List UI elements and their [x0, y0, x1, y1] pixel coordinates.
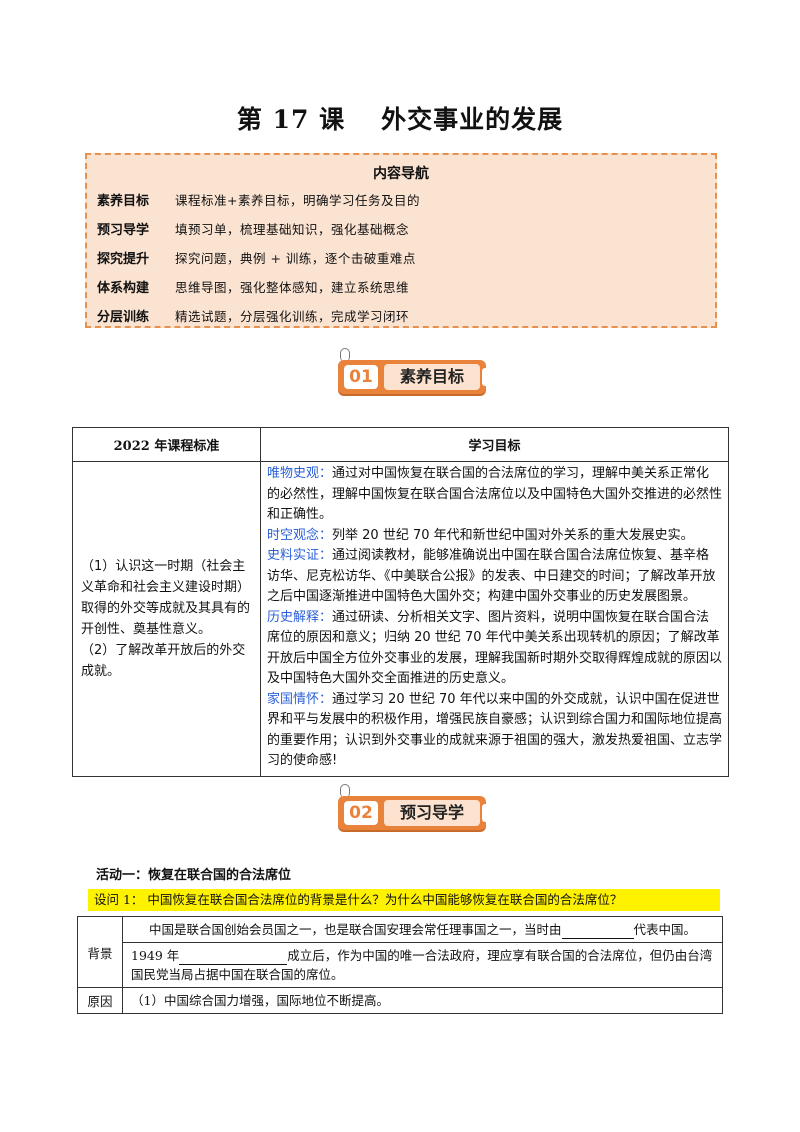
nav-row: 预习导学 填预习单，梳理基础知识，强化基础概念 — [87, 214, 715, 243]
learning-objective-cell: 唯物史观：通过对中国恢复在联合国的合法席位的学习，理解中美关系正常化的必然性，理… — [260, 461, 729, 777]
page-title: 第 17 课 外交事业的发展 — [0, 100, 800, 136]
question-prompt: 设问 1： 中国恢复在联合国合法席位的背景是什么？为什么中国能够恢复在联合国的合… — [88, 889, 720, 911]
section-label: 预习导学 — [384, 800, 480, 826]
section-badge-01: 01 素养目标 — [338, 348, 490, 396]
nav-row: 分层训练 精选试题，分层强化训练，完成学习闭环 — [87, 301, 715, 330]
objective-tag: 历史解释： — [267, 609, 333, 625]
objective-tag: 家国情怀： — [267, 691, 333, 707]
nav-row: 体系构建 思维导图，强化整体感知，建立系统思维 — [87, 272, 715, 301]
objective-item: 家国情怀：通过学习 20 世纪 70 年代以来中国的外交成就，认识中国在促进世界… — [267, 690, 722, 772]
section-number: 01 — [344, 365, 378, 389]
fill-blank[interactable] — [561, 924, 634, 939]
objective-tag: 史料实证： — [267, 548, 333, 563]
lesson-topic: 外交事业的发展 — [381, 105, 564, 134]
lesson-number: 第 17 课 — [236, 105, 346, 134]
objective-text: 通过阅读教材，能够准确说出中国在联合国合法席位恢复、基辛格访华、尼克松访华、《中… — [267, 548, 716, 604]
nav-row: 探究提升 探究问题，典例 + 训练，逐个击破重难点 — [87, 243, 715, 272]
activity-table: 背景 中国是联合国创始会员国之一，也是联合国安理会常任理事国之一，当时由代表中国… — [77, 916, 723, 1014]
nav-key: 体系构建 — [97, 281, 150, 296]
section-number: 02 — [344, 801, 378, 825]
nav-value: 精选试题，分层强化训练，完成学习闭环 — [175, 309, 410, 324]
reason-label: 原因 — [77, 987, 123, 1014]
objective-text: 列举 20 世纪 70 年代和新世纪中国对外关系的重大发展史实。 — [332, 527, 694, 543]
objective-text: 通过对中国恢复在联合国的合法席位的学习，理解中美关系正常化的必然性，理解中国恢复… — [267, 466, 723, 522]
background-label: 背景 — [77, 916, 123, 988]
paperclip-icon — [340, 784, 350, 798]
learning-goals-table: 2022 年课程标准 学习目标 （1）认识这一时期（社会主义革命和社会主义建设时… — [72, 427, 729, 777]
objective-header: 学习目标 — [260, 427, 729, 462]
objective-tag: 时空观念： — [267, 527, 333, 543]
nav-key: 分层训练 — [97, 310, 150, 325]
background-row-2: 1949 年成立后，作为中国的唯一合法政府，理应享有联合国的合法席位，但仍由台湾… — [122, 942, 723, 988]
objective-item: 时空观念：列举 20 世纪 70 年代和新世纪中国对外关系的重大发展史实。 — [267, 526, 722, 547]
nav-title: 内容导航 — [373, 166, 429, 182]
reason-row-1: （1）中国综合国力增强，国际地位不断提高。 — [122, 987, 723, 1014]
background-row-1: 中国是联合国创始会员国之一，也是联合国安理会常任理事国之一，当时由代表中国。 — [122, 916, 723, 943]
standard-item: （2）了解改革开放后的外交成就。 — [81, 642, 246, 679]
activity-title: 活动一：恢复在联合国的合法席位 — [96, 868, 292, 883]
nav-value: 思维导图，强化整体感知，建立系统思维 — [175, 280, 410, 295]
objective-item: 历史解释：通过研读、分析相关文字、图片资料，说明中国恢复在联合国合法席位的原因和… — [267, 608, 722, 690]
section-badge-02: 02 预习导学 — [338, 784, 490, 832]
curriculum-standard-cell: （1）认识这一时期（社会主义革命和社会主义建设时期）取得的外交等成就及其具有的开… — [72, 461, 261, 777]
fill-blank[interactable] — [179, 950, 288, 965]
nav-key: 探究提升 — [97, 252, 150, 267]
section-label: 素养目标 — [384, 364, 480, 390]
nav-key: 预习导学 — [97, 223, 150, 238]
objective-item: 史料实证：通过阅读教材，能够准确说出中国在联合国合法席位恢复、基辛格访华、尼克松… — [267, 546, 722, 608]
standard-header: 2022 年课程标准 — [72, 427, 261, 462]
objective-item: 唯物史观：通过对中国恢复在联合国的合法席位的学习，理解中美关系正常化的必然性，理… — [267, 464, 722, 526]
objective-tag: 唯物史观： — [267, 466, 333, 481]
nav-value: 课程标准+素养目标，明确学习任务及目的 — [175, 193, 420, 208]
nav-row: 素养目标 课程标准+素养目标，明确学习任务及目的 — [87, 185, 715, 214]
paperclip-icon — [340, 348, 350, 362]
nav-key: 素养目标 — [97, 194, 150, 209]
nav-value: 探究问题，典例 + 训练，逐个击破重难点 — [175, 251, 416, 266]
objective-text: 通过研读、分析相关文字、图片资料，说明中国恢复在联合国合法席位的原因和意义；归纳… — [267, 609, 723, 687]
objective-text: 通过学习 20 世纪 70 年代以来中国的外交成就，认识中国在促进世界和平与发展… — [267, 691, 723, 769]
standard-item: （1）认识这一时期（社会主义革命和社会主义建设时期）取得的外交等成就及其具有的开… — [81, 558, 251, 637]
nav-value: 填预习单，梳理基础知识，强化基础概念 — [175, 222, 410, 237]
content-navigation-box: 内容导航 素养目标 课程标准+素养目标，明确学习任务及目的 预习导学 填预习单，梳理… — [85, 153, 717, 328]
